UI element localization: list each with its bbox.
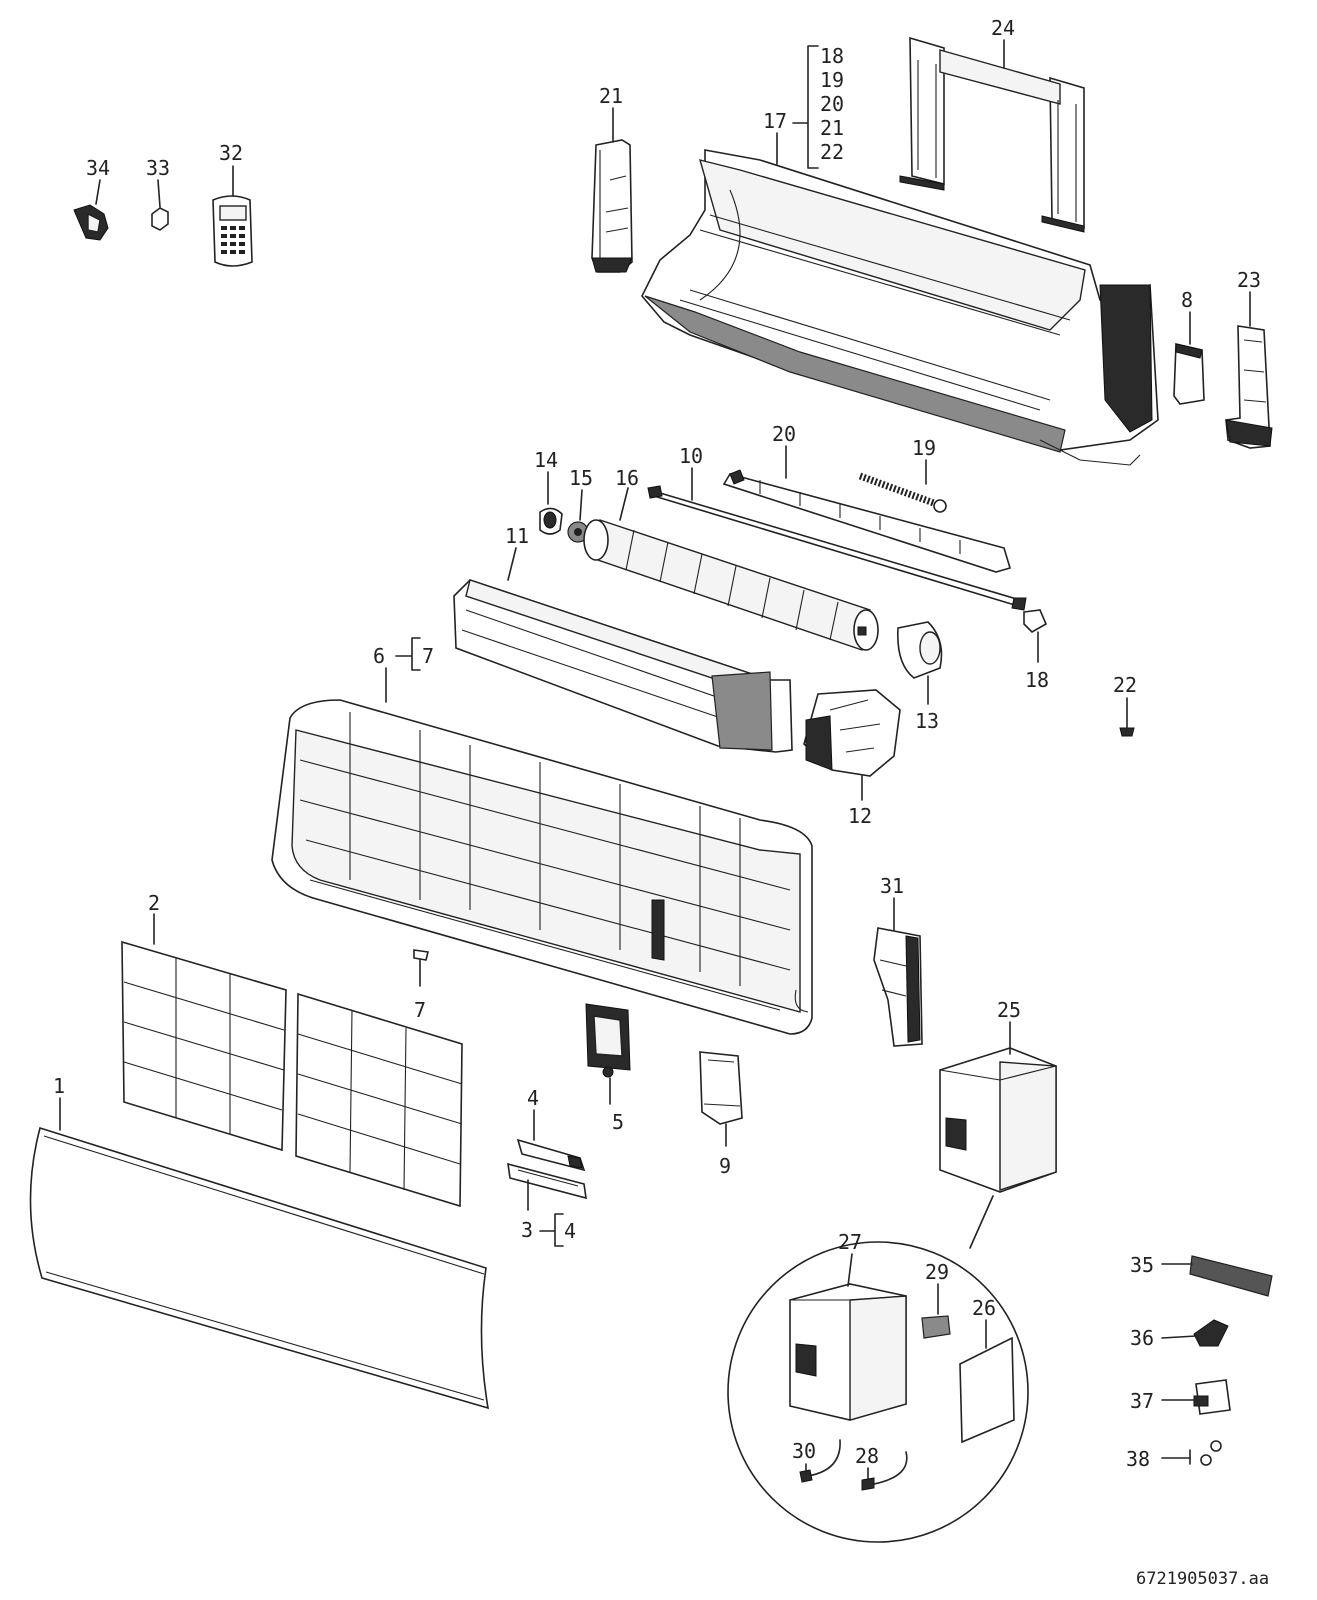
callout-17: 17 — [763, 109, 787, 133]
callout-7: 7 — [414, 998, 426, 1022]
callout-33: 33 — [146, 156, 170, 180]
callout-11: 11 — [505, 524, 529, 548]
callout-6: 6 — [373, 644, 385, 668]
part-37-fitting — [1161, 1379, 1231, 1415]
part-16-crossflow-fan — [583, 487, 879, 651]
callout-19: 19 — [912, 436, 936, 460]
callout-22: 22 — [1113, 673, 1137, 697]
detail-circle — [727, 1195, 1029, 1543]
part-28-sensor — [861, 1451, 908, 1491]
part-6-front-frame — [271, 667, 813, 1035]
callout-26: 26 — [972, 1296, 996, 1320]
callout-37: 37 — [1130, 1389, 1154, 1413]
part-32-remote-control — [212, 165, 253, 267]
callout-17-sub-4: 21 — [820, 116, 844, 140]
part-35-insulation — [1161, 1255, 1273, 1297]
callout-34: 34 — [86, 156, 110, 180]
callout-18: 18 — [1025, 668, 1049, 692]
part-26-board — [959, 1319, 1015, 1444]
part-5-electronic-cover — [585, 1003, 631, 1105]
part-38-nuts — [1161, 1440, 1222, 1466]
part-19-spring — [858, 459, 947, 513]
callout-12: 12 — [848, 804, 872, 828]
callout-15: 15 — [569, 466, 593, 490]
part-30-sensor — [799, 1439, 841, 1483]
callout-10: 10 — [679, 444, 703, 468]
callout-9: 9 — [719, 1154, 731, 1178]
callout-35: 35 — [1130, 1253, 1154, 1277]
part-34-fitting — [73, 179, 109, 241]
part-14-bearing — [539, 471, 563, 535]
callout-24: 24 — [991, 16, 1015, 40]
callout-32: 32 — [219, 141, 243, 165]
callout-36: 36 — [1130, 1326, 1154, 1350]
part-15-bearing-holder — [567, 489, 589, 543]
callout-31: 31 — [880, 874, 904, 898]
callout-3: 3 — [521, 1218, 533, 1242]
part-31-holder — [873, 897, 923, 1047]
callout-29: 29 — [925, 1260, 949, 1284]
callout-1: 1 — [53, 1074, 65, 1098]
callout-17-sub-1: 18 — [820, 44, 844, 68]
part-33-nut — [151, 179, 169, 231]
callout-30: 30 — [792, 1439, 816, 1463]
part-3-display-board — [507, 1162, 587, 1211]
part-21-side-cover — [591, 107, 633, 273]
part-7-clip — [413, 949, 429, 987]
callout-20: 20 — [772, 422, 796, 446]
callout-6-bracket — [395, 637, 421, 671]
callout-3-bracket — [539, 1213, 564, 1247]
callout-17-sub-3: 20 — [820, 92, 844, 116]
callout-38: 38 — [1126, 1447, 1150, 1471]
callout-14: 14 — [534, 448, 558, 472]
callout-17-sub-2: 19 — [820, 68, 844, 92]
part-2-air-filters — [121, 913, 463, 1208]
part-1-front-panel — [29, 1097, 489, 1410]
callout-27: 27 — [838, 1230, 862, 1254]
callout-2: 2 — [148, 891, 160, 915]
part-23-side-part — [1225, 291, 1273, 449]
callout-13: 13 — [915, 709, 939, 733]
callout-17-bracket — [792, 45, 819, 169]
part-36-connector — [1161, 1319, 1229, 1347]
callout-3-sub: 4 — [564, 1219, 576, 1243]
part-11-evaporator — [453, 547, 793, 753]
part-25-control-box — [939, 1021, 1057, 1193]
part-24-mounting-plate — [899, 36, 1085, 233]
callout-5: 5 — [612, 1110, 624, 1134]
callout-23: 23 — [1237, 268, 1261, 292]
part-4-display-cover — [516, 1109, 586, 1172]
part-20-bracket — [722, 445, 1011, 573]
part-29-terminal — [921, 1283, 951, 1339]
callout-17-sub-5: 22 — [820, 140, 844, 164]
part-17-chassis — [641, 132, 1159, 466]
part-12-motor-housing — [803, 689, 901, 801]
part-27-control-box — [789, 1253, 907, 1421]
part-9-terminal-cover — [699, 1051, 743, 1147]
document-ref: 6721905037.aa — [1136, 1569, 1269, 1589]
part-13-fan-motor — [897, 621, 943, 705]
callout-4: 4 — [527, 1086, 539, 1110]
callout-8: 8 — [1181, 288, 1193, 312]
part-22-screw — [1119, 697, 1135, 737]
callout-21: 21 — [599, 84, 623, 108]
callout-16: 16 — [615, 466, 639, 490]
callout-28: 28 — [855, 1444, 879, 1468]
part-18-part — [1023, 609, 1048, 663]
part-10-shaft — [647, 467, 1027, 611]
part-8-bracket — [1173, 311, 1205, 405]
callout-6-sub: 7 — [422, 644, 434, 668]
callout-25: 25 — [997, 998, 1021, 1022]
